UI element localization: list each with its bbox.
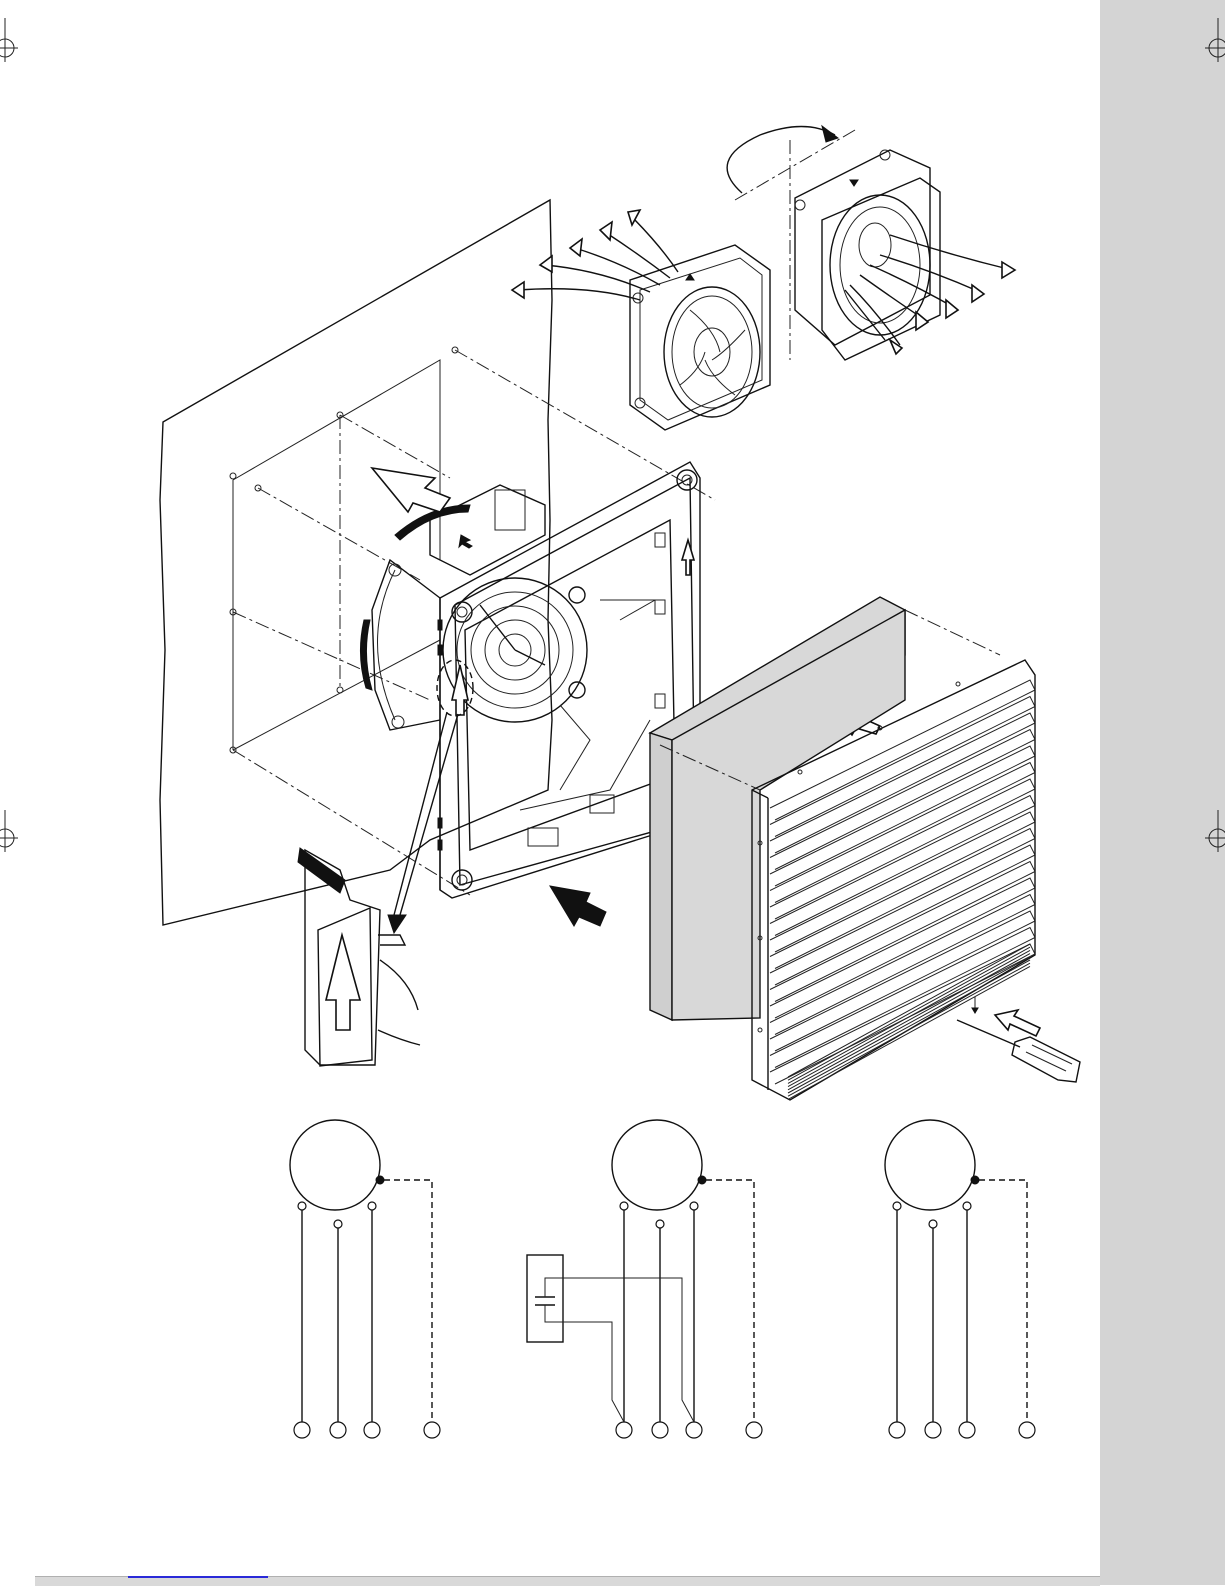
connection-terminal	[686, 1422, 702, 1438]
wiring-diagrams	[290, 1120, 1035, 1438]
connection-terminal	[424, 1422, 440, 1438]
motor-lead-terminal	[963, 1202, 971, 1210]
wiring-diagram-3	[885, 1120, 1035, 1438]
louver-blade	[770, 779, 1035, 919]
louver-blade	[770, 829, 1035, 969]
louver-blade	[770, 845, 1035, 985]
connection-terminal	[959, 1422, 975, 1438]
registration-marks	[0, 18, 1225, 852]
wiring-diagram-1	[290, 1120, 440, 1438]
louver-blade	[770, 746, 1035, 886]
connection-terminal	[746, 1422, 762, 1438]
earth-connection-point	[376, 1176, 384, 1184]
motor-lead-terminal	[368, 1202, 376, 1210]
earth-wire	[384, 1180, 432, 1422]
connection-terminal	[889, 1422, 905, 1438]
capacitor-wire	[545, 1278, 694, 1422]
louver-blade	[770, 928, 1035, 1068]
grille-slat	[788, 944, 1030, 1077]
fan-module-exhaust	[630, 245, 770, 430]
connection-terminal	[1019, 1422, 1035, 1438]
connection-terminal	[294, 1422, 310, 1438]
louver-blade	[770, 878, 1035, 1018]
motor-symbol	[885, 1120, 975, 1210]
louver-blade	[770, 895, 1035, 1035]
earth-wire	[979, 1180, 1027, 1422]
motor-lead-terminal	[334, 1220, 342, 1228]
grille-slat	[788, 954, 1030, 1087]
grille-slat	[788, 963, 1030, 1096]
filter-mat	[650, 597, 1000, 1020]
connection-terminal	[616, 1422, 632, 1438]
connection-terminal	[652, 1422, 668, 1438]
louver-blade	[770, 796, 1035, 936]
louver-blade	[770, 763, 1035, 903]
motor-lead-terminal	[298, 1202, 306, 1210]
motor-symbol	[612, 1120, 702, 1210]
flip-rotation-indicator	[727, 126, 855, 360]
louver-blade	[770, 862, 1035, 1002]
capacitor-wire	[545, 1305, 624, 1422]
screwdriver-tool	[957, 1010, 1080, 1082]
wall-cutout-outline	[230, 347, 715, 895]
earth-connection-point	[698, 1176, 706, 1184]
motor-lead-terminal	[690, 1202, 698, 1210]
earth-wire	[706, 1180, 754, 1422]
motor-lead-terminal	[656, 1220, 664, 1228]
louver-blade	[770, 812, 1035, 952]
connection-terminal	[925, 1422, 941, 1438]
motor-lead-terminal	[620, 1202, 628, 1210]
earth-connection-point	[971, 1176, 979, 1184]
connection-terminal	[364, 1422, 380, 1438]
exhaust-flow-arrows	[512, 210, 678, 300]
connection-terminal	[330, 1422, 346, 1438]
motor-lead-terminal	[929, 1220, 937, 1228]
motor-lead-terminal	[893, 1202, 901, 1210]
clip-detail-callout	[298, 660, 473, 1066]
wiring-diagram-2	[527, 1120, 762, 1438]
grille-slat	[788, 966, 1030, 1099]
capacitor-box	[527, 1255, 563, 1342]
motor-symbol	[290, 1120, 380, 1210]
